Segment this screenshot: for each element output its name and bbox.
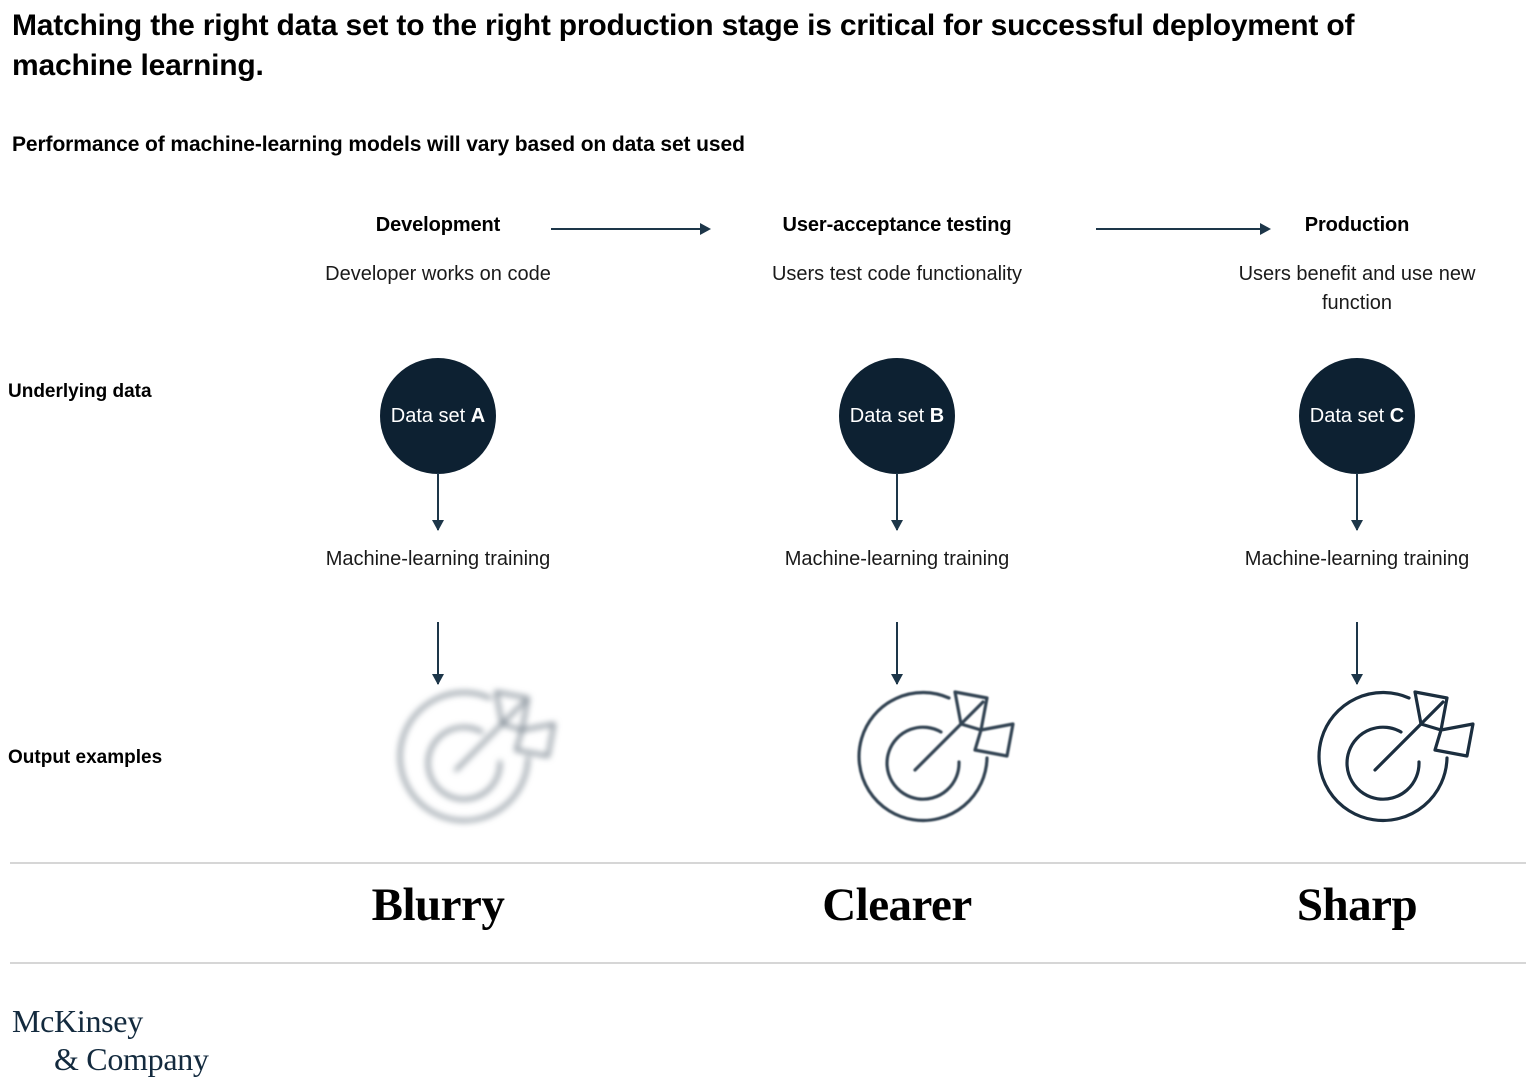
stage-name: Development: [375, 214, 501, 236]
verdict-label: Sharp: [1296, 879, 1418, 931]
data-set-badge-b[interactable]: Data set B: [839, 358, 955, 474]
arrow-training-to-output: [891, 622, 903, 685]
arrowhead-icon: [432, 674, 444, 685]
stage-column-production: Production Users benefit and use new fun…: [1207, 0, 1507, 1087]
arrowhead-icon: [1351, 674, 1363, 685]
data-set-badge-a[interactable]: Data set A: [380, 358, 496, 474]
divider-above-verdicts: [10, 862, 1526, 864]
machine-learning-training-label: Machine-learning training: [784, 548, 1010, 570]
arrowhead-icon: [1260, 223, 1271, 235]
row-label-underlying-data: Underlying data: [8, 381, 152, 402]
arrow-dataset-to-training: [891, 473, 903, 531]
stage-description: Developer works on code: [325, 263, 551, 285]
page-subtitle: Performance of machine-learning models w…: [12, 133, 745, 156]
stage-name: User-acceptance testing: [782, 214, 1012, 236]
stage-description: Users test code functionality: [771, 263, 1023, 285]
data-set-letter: A: [470, 405, 486, 427]
verdict-label: Blurry: [371, 879, 505, 931]
arrow-training-to-output: [1351, 622, 1363, 685]
divider-below-verdicts: [10, 962, 1526, 964]
data-set-prefix: Data set: [390, 405, 471, 427]
stage-column-development: Development Developer works on code Data…: [288, 0, 588, 1087]
arrow-uat-to-production: [1096, 223, 1271, 235]
target-arrow-icon: [378, 676, 558, 846]
arrowhead-icon: [891, 674, 903, 685]
arrowhead-icon: [700, 223, 711, 235]
row-label-output-examples: Output examples: [8, 747, 163, 768]
logo-line-2: & Company: [54, 1040, 209, 1077]
logo-line-1: McKinsey: [12, 1003, 143, 1039]
stage-name: Production: [1304, 214, 1410, 236]
machine-learning-training-label: Machine-learning training: [1244, 548, 1470, 570]
machine-learning-training-label: Machine-learning training: [325, 548, 551, 570]
data-set-prefix: Data set: [1309, 405, 1390, 427]
arrow-development-to-uat: [551, 223, 711, 235]
arrow-training-to-output: [432, 622, 444, 685]
verdict-label: Clearer: [822, 879, 972, 931]
page-title: Matching the right data set to the right…: [12, 9, 1355, 82]
stage-description: Users benefit and use new function: [1238, 263, 1476, 314]
stage-column-user-acceptance-testing: User-acceptance testing Users test code …: [747, 0, 1047, 1087]
arrow-dataset-to-training: [1351, 473, 1363, 531]
data-set-letter: B: [929, 405, 945, 427]
arrow-dataset-to-training: [432, 473, 444, 531]
arrowhead-icon: [891, 520, 903, 531]
target-arrow-icon: [1297, 676, 1477, 846]
data-set-letter: C: [1389, 405, 1405, 427]
data-set-prefix: Data set: [849, 405, 930, 427]
mckinsey-logo: McKinsey & Company: [12, 1003, 209, 1079]
arrowhead-icon: [1351, 520, 1363, 531]
data-set-badge-c[interactable]: Data set C: [1299, 358, 1415, 474]
arrowhead-icon: [432, 520, 444, 531]
target-arrow-icon: [837, 676, 1017, 846]
